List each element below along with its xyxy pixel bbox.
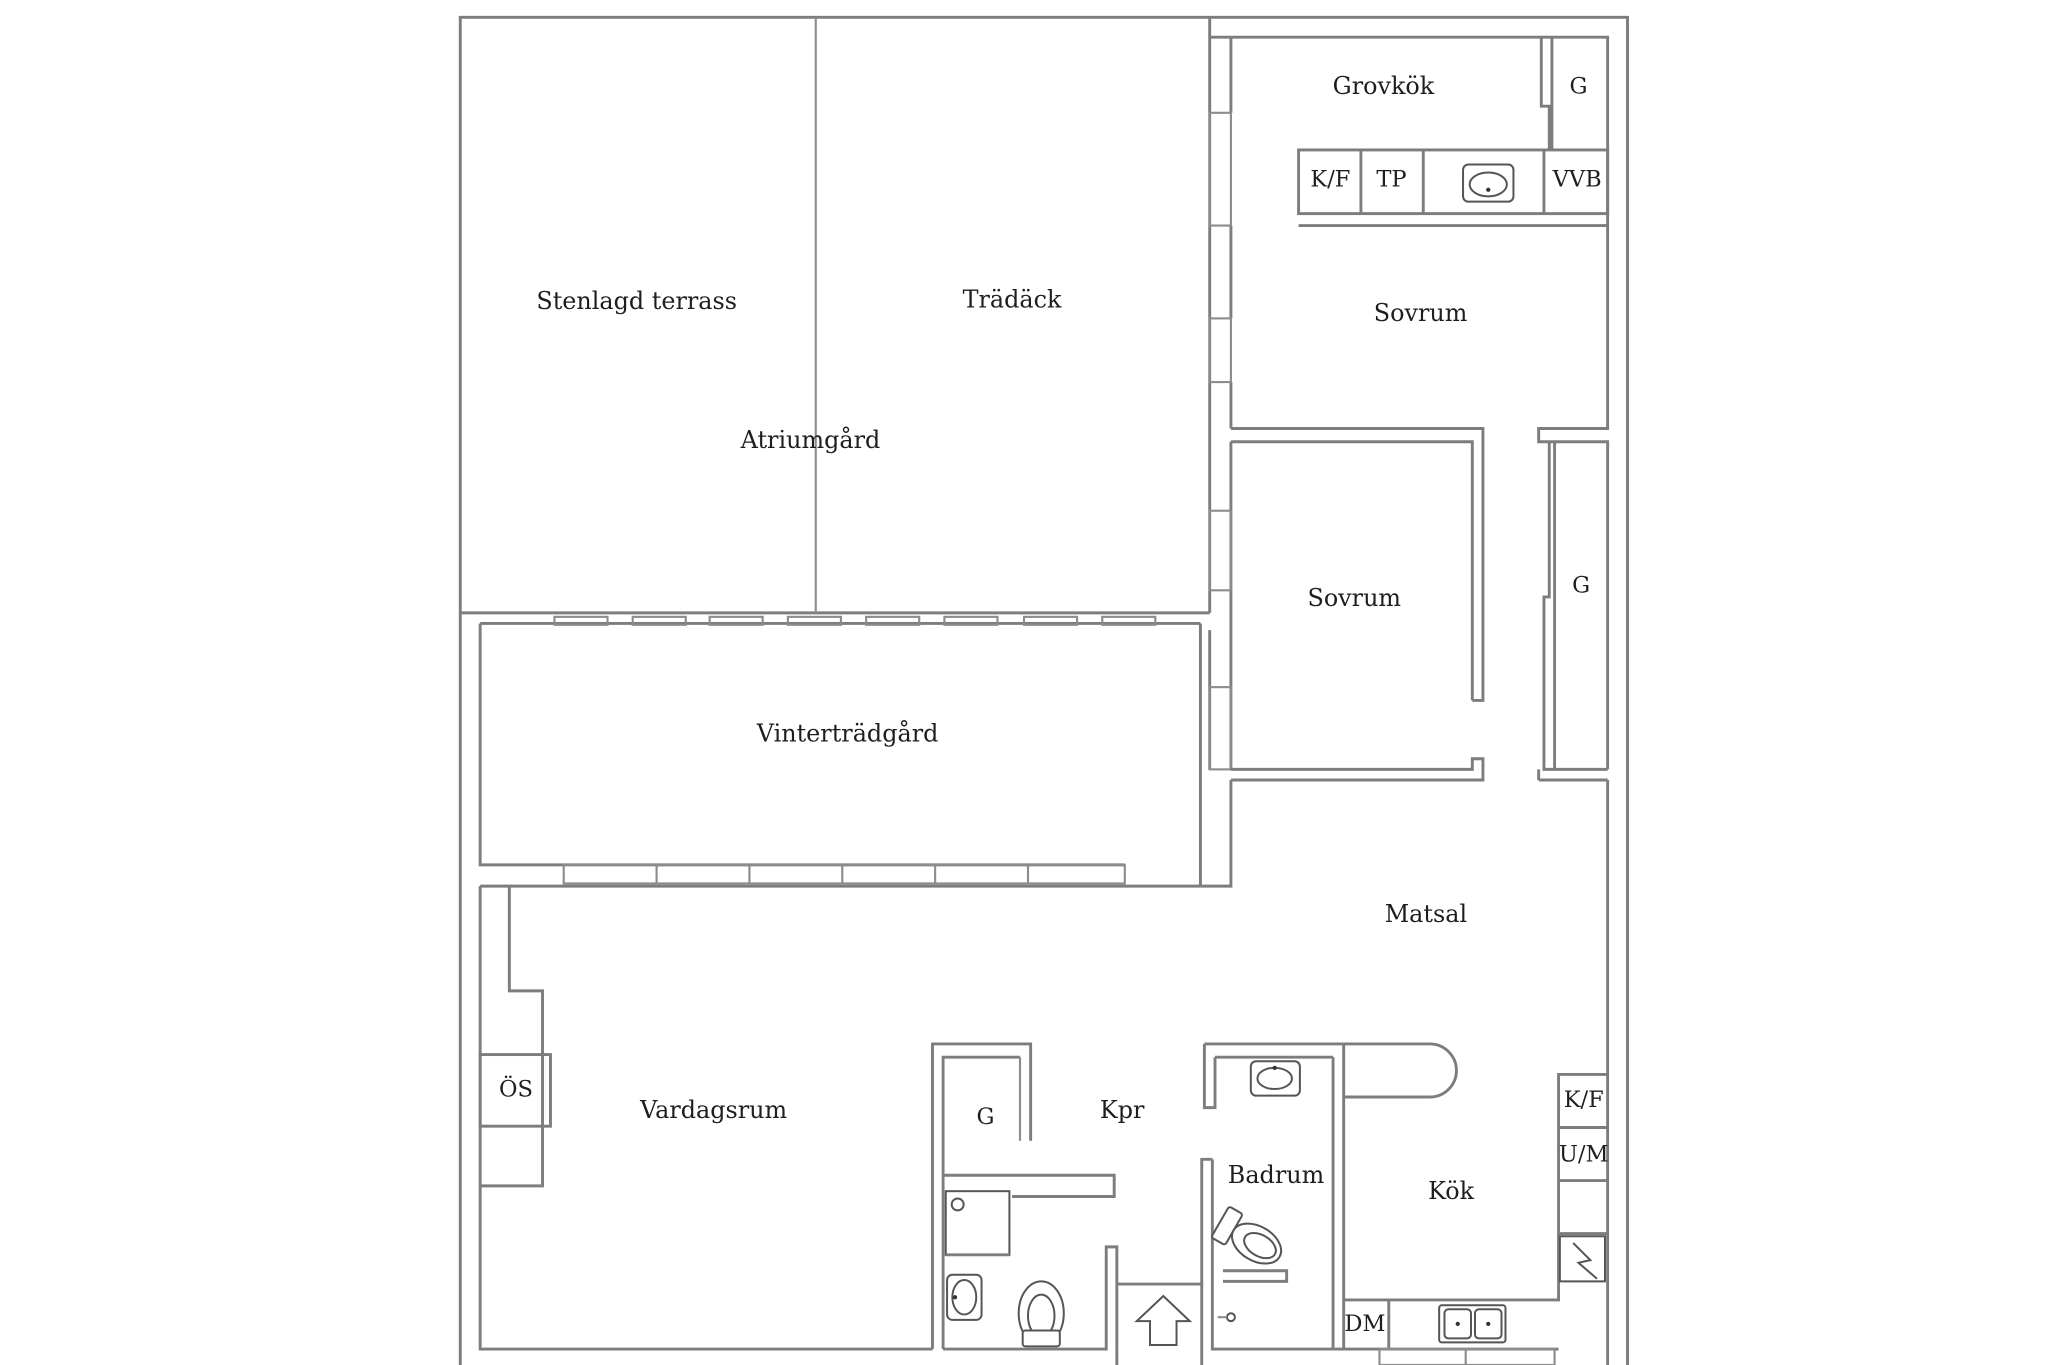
atrium-area [460,17,1212,615]
fixture-label-dm: DM [1344,1311,1385,1337]
stove-icon [1558,1235,1606,1283]
laundry-sink-icon [1462,163,1515,203]
fixture-label-os: ÖS [499,1075,533,1102]
shower-icon [944,1190,1011,1257]
room-label-sovrum-1: Sovrum [1374,299,1468,327]
room-label-kpr: Kpr [1100,1096,1145,1124]
room-label-grovkok: Grovkök [1333,72,1435,100]
outer-boundary [458,15,1629,1365]
bedroom-wing-walls [1208,35,1610,782]
fixture-label-kf-grovkok: K/F [1310,166,1350,192]
winter-garden-walls [478,615,1212,887]
room-label-tradack: Trädäck [963,286,1062,314]
floor-drain-icon [1217,1312,1236,1323]
bathroom-sink-icon [1249,1060,1301,1097]
room-label-vardagsrum: Vardagsrum [639,1096,787,1124]
room-label-kok: Kök [1428,1177,1475,1205]
fixture-label-g-grovkok: G [1569,74,1587,100]
fixture-label-kf-kok: K/F [1564,1087,1604,1113]
bathroom-toilet-icon [1211,1206,1283,1265]
fixture-label-tp: TP [1376,166,1406,192]
room-label-vintertradgard: Vinterträdgård [756,718,939,747]
entrance-arrow-icon [1134,1294,1193,1347]
kitchen-sink-icon [1438,1304,1507,1344]
room-label-matsal: Matsal [1385,900,1467,928]
fixture-label-g-kpr: G [977,1104,995,1130]
room-label-stenlagd-terrass: Stenlagd terrass [536,287,737,315]
living-area-walls [478,779,1610,1365]
wc-sink-icon [946,1273,983,1321]
room-label-atriumgard: Atriumgård [740,425,881,454]
wc-toilet-icon [1017,1280,1065,1348]
room-label-badrum: Badrum [1228,1161,1324,1189]
fixture-label-g-hall: G [1572,572,1590,598]
room-label-sovrum-2: Sovrum [1307,584,1401,612]
fixture-label-vvb: VVB [1552,166,1602,192]
fixture-label-um: U/M [1559,1141,1609,1167]
